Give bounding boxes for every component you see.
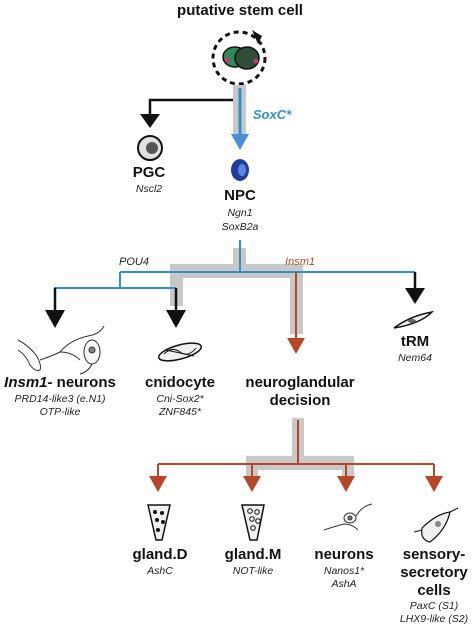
soxc-arrowhead (231, 134, 249, 150)
neurons-gene-1: Nanos1* (323, 565, 365, 577)
insm1-branch-label: Insm1 (285, 256, 315, 268)
pgc-branch (140, 98, 233, 128)
neurons-gene-2: AshA (331, 578, 357, 590)
insm1-neurons-label: Insm1- neurons (4, 374, 116, 391)
cnidocyte-gene-2: ZNF845* (158, 406, 202, 418)
sensory-label-1: sensory- (402, 546, 466, 563)
stem-cell-icon (211, 30, 267, 86)
neuroglandular-label-2: decision (269, 392, 331, 409)
gland-d-gene: AshC (147, 565, 173, 577)
sensory-icon (413, 507, 459, 543)
soxc-label: SoxC* (252, 107, 292, 122)
pgc-gene: Nscl2 (135, 183, 163, 195)
gland-m-icon (241, 504, 265, 541)
grey-shading-level3 (246, 418, 354, 476)
neuroglandular-label-1: neuroglandular (245, 374, 355, 391)
trm-gene: Nem64 (398, 352, 432, 364)
npc-gene-2: SoxB2a (221, 221, 259, 233)
pou4-branch (54, 272, 121, 310)
grey-shading-level2 (170, 248, 303, 334)
pou4-label: POU4 (119, 256, 149, 268)
trm-icon (393, 310, 435, 329)
cnidocyte-label: cnidocyte (144, 374, 216, 391)
red-lower-tree (149, 420, 443, 492)
sensory-gene-1: PaxC (S1) (409, 600, 459, 612)
cnidocyte-gene-1: Cni-Sox2* (156, 393, 204, 405)
gland-d-label: gland.D (132, 546, 188, 563)
diagram-title: putative stem cell (177, 2, 303, 19)
neurons-label: neurons (314, 546, 374, 563)
insm1-neurons-icon (17, 325, 105, 375)
insm1-neurons-gene-2: OTP-like (39, 406, 81, 418)
npc-gene-1: Ngn1 (227, 207, 253, 219)
black-arrows (45, 272, 425, 328)
pgc-label: PGC (132, 164, 166, 181)
trm-label: tRM (400, 333, 430, 350)
gland-m-gene: NOT-like (232, 565, 274, 577)
cnidocyte-icon (157, 342, 203, 362)
gland-m-label: gland.M (224, 546, 282, 563)
pgc-cell-icon (137, 135, 163, 161)
sensory-label-2: secretory (400, 564, 468, 581)
gland-d-icon (147, 504, 171, 541)
sensory-gene-2: LHX9-like (S2) (399, 613, 469, 625)
sensory-label-3: cells (417, 582, 451, 599)
neurons-icon (323, 503, 373, 531)
insm1-neurons-gene-1: PRD14-like3 (e.N1) (14, 393, 106, 405)
npc-label: NPC (224, 187, 256, 204)
insm1-arrowhead (287, 338, 305, 354)
npc-cell-icon (231, 159, 249, 181)
